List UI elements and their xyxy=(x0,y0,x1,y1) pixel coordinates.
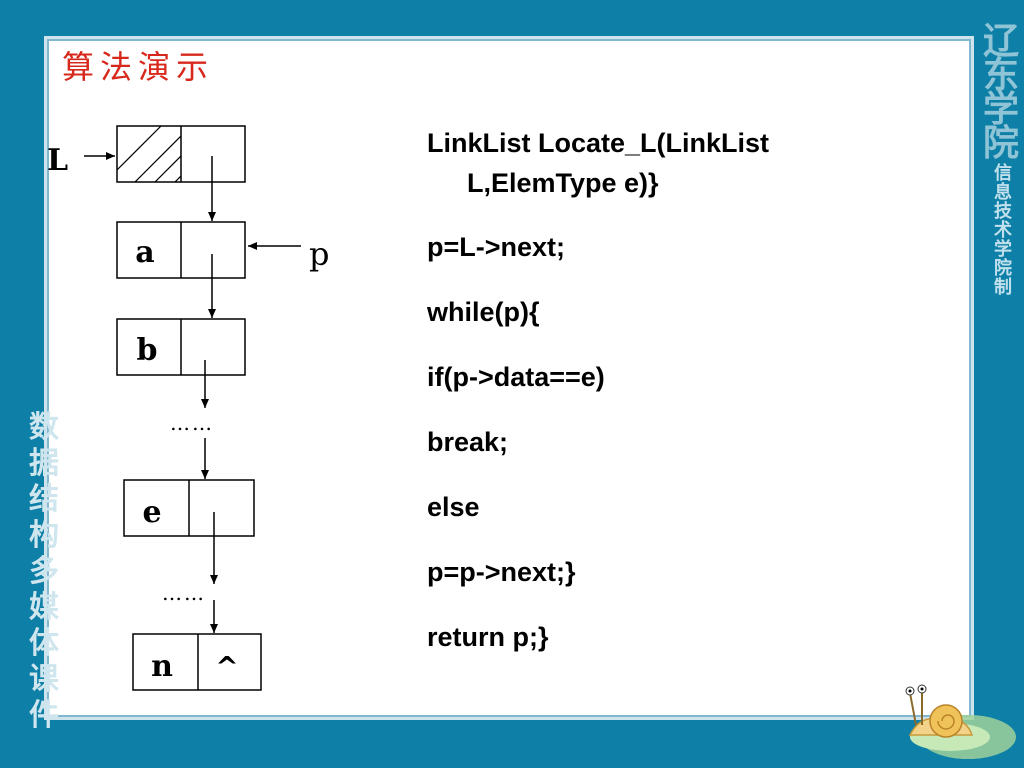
side-left-char: 课 xyxy=(29,662,59,697)
side-right-small-char: 学 xyxy=(994,239,1012,260)
code-line: while(p){ xyxy=(427,297,540,327)
node-data: a xyxy=(135,235,154,270)
code-line: L,ElemType e)} xyxy=(467,168,659,198)
side-right-char: 辽 xyxy=(982,20,1019,62)
list-node-tail: n ^ xyxy=(132,633,262,691)
side-left-char: 据 xyxy=(29,446,59,481)
side-right-small-char: 术 xyxy=(994,220,1012,241)
code-line: return p;} xyxy=(427,622,549,652)
code-line: break; xyxy=(427,427,509,457)
code-line: p=p->next;} xyxy=(427,557,576,587)
code-line: p=L->next; xyxy=(427,232,566,262)
side-right-small-char: 制 xyxy=(994,277,1012,298)
node-data: b xyxy=(137,333,158,368)
node-data: e xyxy=(142,495,161,530)
hatch-pattern xyxy=(117,126,181,182)
side-left-char: 多 xyxy=(29,554,59,589)
code-line: LinkList Locate_L(LinkList xyxy=(427,128,770,158)
snail-icon xyxy=(905,684,1016,759)
ellipsis: …… xyxy=(162,581,206,605)
head-node xyxy=(116,125,246,183)
side-right-char: 学 xyxy=(982,88,1019,130)
side-right-small-char: 院 xyxy=(994,258,1012,279)
list-node: b xyxy=(116,318,246,376)
node-data: n xyxy=(151,649,173,684)
course-vertical-label: 数 据 结 构 多 媒 体 课 件 xyxy=(16,410,72,734)
side-left-char: 数 xyxy=(29,410,59,445)
code-line: if(p->data==e) xyxy=(427,362,605,392)
p-pointer-label: p xyxy=(309,235,329,273)
code-line: else xyxy=(427,492,480,522)
list-node: a xyxy=(116,221,246,279)
side-left-char: 体 xyxy=(29,626,59,661)
side-left-char: 媒 xyxy=(29,590,59,625)
side-right-char: 院 xyxy=(982,122,1019,164)
slide-title: 算法演示 xyxy=(62,48,215,86)
side-right-small-char: 技 xyxy=(994,201,1012,222)
list-node: e xyxy=(123,479,255,537)
ellipsis: …… xyxy=(170,411,214,435)
side-right-small-char: 息 xyxy=(994,182,1012,203)
side-left-char: 结 xyxy=(29,482,59,517)
null-pointer: ^ xyxy=(215,650,238,683)
head-pointer-label: L xyxy=(47,143,68,178)
side-right-small-char: 信 xyxy=(994,163,1012,184)
side-right-char: 东 xyxy=(982,54,1019,96)
side-left-char: 件 xyxy=(29,698,59,733)
side-left-char: 构 xyxy=(29,518,59,553)
institution-vertical-label: 辽 东 学 院 信 息 技 术 学 院 制 xyxy=(978,20,1024,298)
